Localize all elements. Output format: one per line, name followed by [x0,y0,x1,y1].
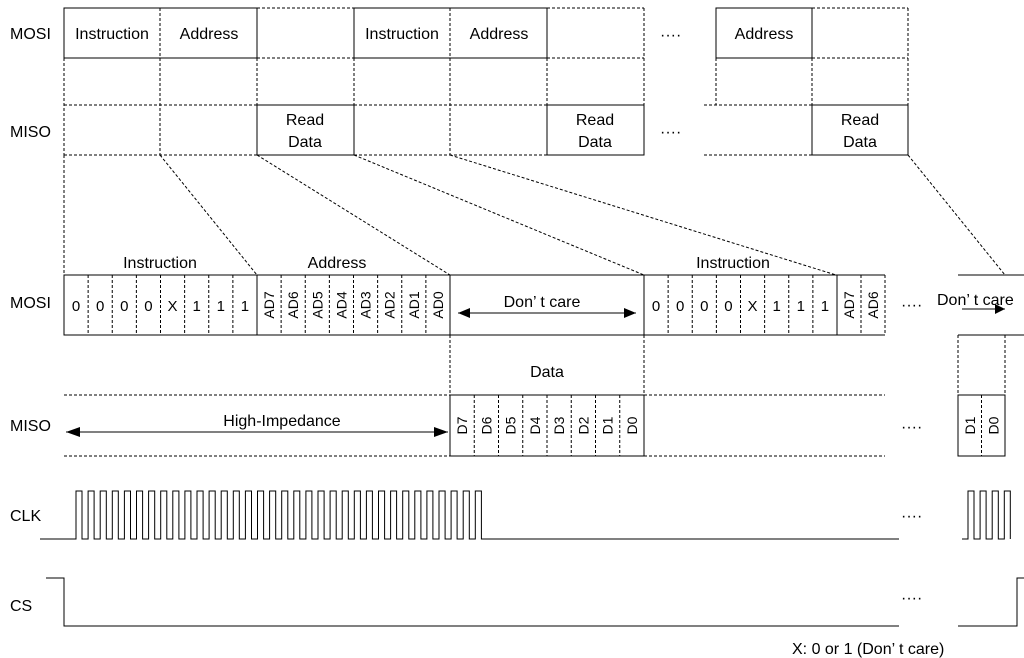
top-mosi-ellipsis: ···· [660,27,681,44]
detail-data-region: Data [449,335,1006,395]
top-miso-data-1: Data [288,134,322,151]
zoom-connectors [63,154,1006,276]
detail-miso-ellipsis: ···· [901,419,922,436]
top-mosi-address-3: Address [735,26,794,43]
top-frame: MOSI Instruction Address Instruction Add… [10,7,909,156]
data-bit-3: D4 [527,416,543,434]
detail-miso-label: MISO [10,418,51,435]
data-bit-6: D1 [600,416,616,434]
footnote: X: 0 or 1 (Don’ t care) [792,641,944,658]
dont-care-label: Don’ t care [504,294,581,311]
instruction-bit-0: 0 [72,298,80,315]
second-address-bit-1: AD6 [865,291,881,318]
data-bit-0: D7 [454,416,470,434]
detail-mosi-label: MOSI [10,295,51,312]
address-bit-6: AD1 [406,291,422,318]
data-bit-7: D0 [624,416,640,434]
instruction-bit-1: 0 [96,298,104,315]
top-miso-data-2: Data [578,134,612,151]
instruction-bit-5: 1 [193,298,201,315]
address-bit-5: AD2 [382,291,398,318]
clk-signal: CLK ···· [10,490,1011,540]
data-label: Data [530,364,564,381]
address-bit-2: AD5 [309,291,325,318]
instruction-bit-4: X [168,298,178,315]
tail-dont-care-label: Don’ t care [937,292,1014,309]
data-bit-5: D2 [575,416,591,434]
second-instruction-group-label: Instruction [696,255,770,272]
top-miso-read-3: Read [841,112,879,129]
detail-mosi-ellipsis: ···· [901,297,922,314]
cs-label: CS [10,598,32,615]
instruction-bit-6: 1 [217,298,225,315]
address-bit-7: AD0 [430,291,446,318]
tail-data-bit-0: D1 [962,416,978,434]
tail-data-bit-1: D0 [985,416,1001,434]
address-bit-4: AD3 [358,291,374,318]
second-instruction-bit-2: 0 [700,298,708,315]
top-miso-read-2: Read [576,112,614,129]
instruction-group-label: Instruction [123,255,197,272]
data-bit-4: D3 [551,416,567,434]
top-mosi-address-2: Address [470,26,529,43]
top-miso-label: MISO [10,124,51,141]
cs-signal: CS ···· [10,577,1024,627]
top-mosi-address-1: Address [180,26,239,43]
instruction-bit-3: 0 [144,298,152,315]
top-miso-read-1: Read [286,112,324,129]
address-bit-1: AD6 [285,291,301,318]
instruction-bit-2: 0 [120,298,128,315]
top-mosi-instruction-1: Instruction [75,26,149,43]
second-instruction-bit-6: 1 [797,298,805,315]
address-bit-0: AD7 [261,291,277,318]
second-instruction-bit-1: 0 [676,298,684,315]
second-instruction-bit-0: 0 [652,298,660,315]
instruction-bit-7: 1 [241,298,249,315]
second-address-bit-0: AD7 [841,291,857,318]
address-bit-3: AD4 [333,291,349,318]
second-instruction-bit-7: 1 [821,298,829,315]
data-bit-2: D5 [503,416,519,434]
address-group-label: Address [308,255,367,272]
second-instruction-bit-5: 1 [773,298,781,315]
clk-ellipsis: ···· [901,508,922,525]
data-bit-1: D6 [478,416,494,434]
detail-miso: MISO High-Impedance D7 D6 D5 D4 D3 D2 D1 D0 ···… [10,394,1006,457]
cs-ellipsis: ···· [901,590,922,607]
second-instruction-bit-4: X [748,298,758,315]
top-mosi-label: MOSI [10,26,51,43]
high-impedance-label: High-Impedance [223,413,341,430]
top-miso-ellipsis: ···· [660,124,681,141]
second-instruction-bit-3: 0 [724,298,732,315]
clk-label: CLK [10,508,41,525]
top-miso-data-3: Data [843,134,877,151]
top-mosi-instruction-2: Instruction [365,26,439,43]
